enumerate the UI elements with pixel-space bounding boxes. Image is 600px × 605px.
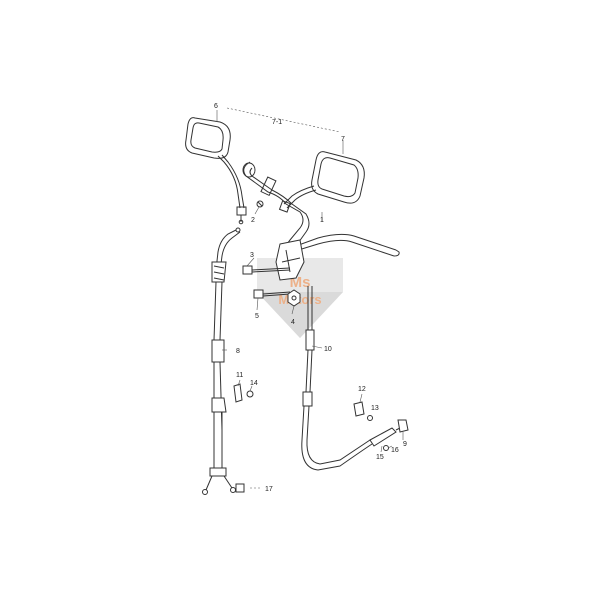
callout-15: 15: [376, 454, 384, 461]
callout-10: 10: [324, 346, 332, 353]
cap-17: [235, 483, 245, 493]
callout-1: 1: [320, 217, 324, 224]
callout-4: 4: [291, 319, 295, 326]
callout-12: 12: [358, 386, 366, 393]
right-mirror: [278, 151, 365, 213]
callout-5: 5: [255, 313, 259, 320]
clip-12: [353, 401, 365, 417]
cable-10: [301, 286, 405, 471]
small-parts: [233, 383, 409, 493]
bolt-3: [242, 265, 291, 275]
callout-14: 14: [250, 380, 258, 387]
hardware-bolts: [242, 200, 301, 307]
screw-13: [367, 415, 373, 421]
callout-9: 9: [403, 441, 407, 448]
callout-8: 8: [236, 348, 240, 355]
cable-8: [202, 227, 241, 495]
callout-6: 6: [214, 103, 218, 110]
callout-3: 3: [250, 252, 254, 259]
callout-7-1: 7-1: [272, 119, 282, 126]
nut-16: [383, 445, 389, 451]
left-mirror: [185, 117, 247, 225]
callout-13: 13: [371, 405, 379, 412]
bolt-5: [253, 289, 291, 299]
callout-17: 17: [265, 486, 273, 493]
callout-2: 2: [251, 217, 255, 224]
callout-11: 11: [236, 372, 243, 379]
callout-16: 16: [391, 447, 399, 454]
clamp-11: [233, 383, 243, 403]
screw-14: [246, 390, 254, 398]
handlebar: [242, 161, 400, 281]
adjuster-9: [397, 419, 409, 433]
screw-2: [256, 200, 264, 208]
callout-labels: 6 7-1 7 1 2 3 4 5 8 10 11 14 12 13 9 16 …: [214, 103, 407, 493]
callout-7: 7: [341, 136, 345, 143]
leader-lines: [216, 107, 404, 489]
nut-4: [287, 289, 301, 307]
